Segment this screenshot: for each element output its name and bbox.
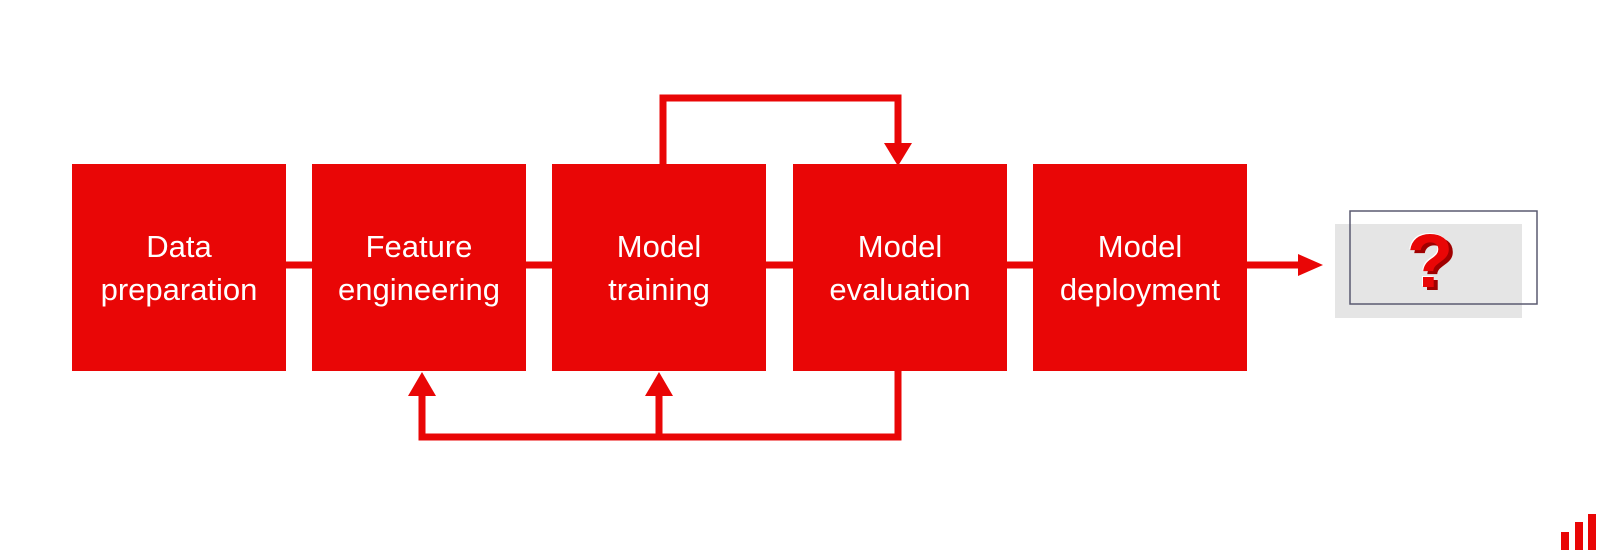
step-label: engineering <box>337 271 501 307</box>
step-label: deployment <box>1059 271 1221 307</box>
step-model-evaluation: Model evaluation <box>793 164 1007 371</box>
step-label: training <box>608 271 710 307</box>
arrowhead-right <box>1298 254 1323 276</box>
step-label: preparation <box>100 271 258 307</box>
step-label: Model <box>857 228 943 264</box>
step-label: Feature <box>365 228 473 264</box>
step-label: Data <box>146 228 212 264</box>
arrowhead-up-feature <box>408 372 436 396</box>
arrowhead-up-training <box>645 372 673 396</box>
step-label: evaluation <box>829 271 971 307</box>
step-data-preparation: Data preparation <box>72 164 286 371</box>
step-model-training: Model training <box>552 164 766 371</box>
step-feature-engineering: Feature engineering <box>312 164 526 371</box>
step-label: Model <box>616 228 702 264</box>
arrowhead-down-evaluation <box>884 143 912 166</box>
question-mark-icon: ? <box>1406 219 1454 304</box>
logo-bars-icon <box>1561 514 1596 550</box>
step-label: Model <box>1097 228 1183 264</box>
next-step-placeholder <box>1335 224 1522 318</box>
feedback-loop-top <box>659 94 902 164</box>
next-step-outline <box>1349 210 1538 305</box>
step-model-deployment: Model deployment <box>1033 164 1247 371</box>
